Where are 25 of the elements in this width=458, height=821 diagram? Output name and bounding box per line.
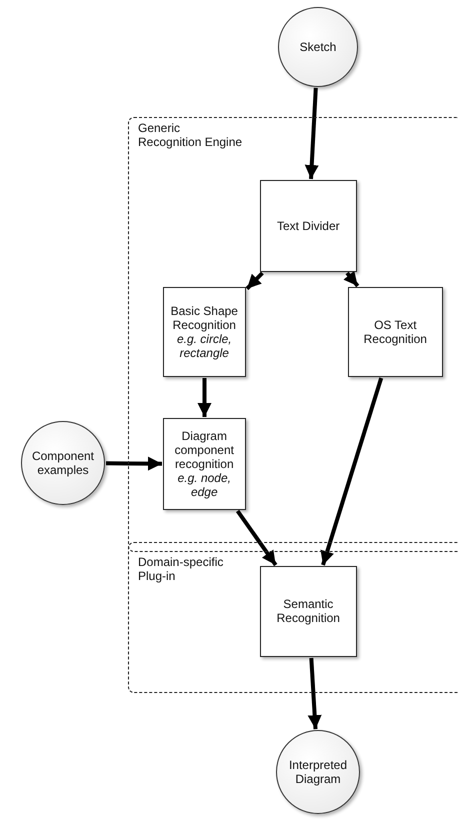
process-box — [162, 286, 246, 377]
node-label: Text Divider — [276, 218, 340, 233]
process-box — [348, 286, 443, 377]
example-text: e.g. circle, rectangle — [176, 332, 233, 360]
node-label: Sketch — [300, 40, 336, 54]
process-box — [162, 418, 246, 510]
node-label: OS Text Recognition — [362, 318, 428, 346]
arrow — [308, 658, 322, 730]
example-text: e.g. node, edge — [176, 470, 232, 499]
node-label: Component examples — [30, 449, 96, 477]
group-label: Generic Recognition Engine — [138, 121, 243, 149]
arrow — [304, 88, 319, 180]
node-label: Semantic Recognition — [276, 597, 341, 626]
arrow — [246, 272, 264, 290]
arrow — [343, 270, 360, 288]
dashed-group — [128, 542, 458, 693]
arrow — [236, 510, 278, 566]
arrow — [320, 377, 384, 566]
node-label: Interpreted Diagram — [288, 758, 348, 786]
process-box — [260, 566, 357, 657]
group-label: Domain-specific Plug-in — [138, 555, 224, 583]
dashed-group — [128, 117, 458, 552]
process-box — [260, 180, 357, 272]
arrow — [106, 456, 162, 471]
arrow — [198, 378, 212, 417]
